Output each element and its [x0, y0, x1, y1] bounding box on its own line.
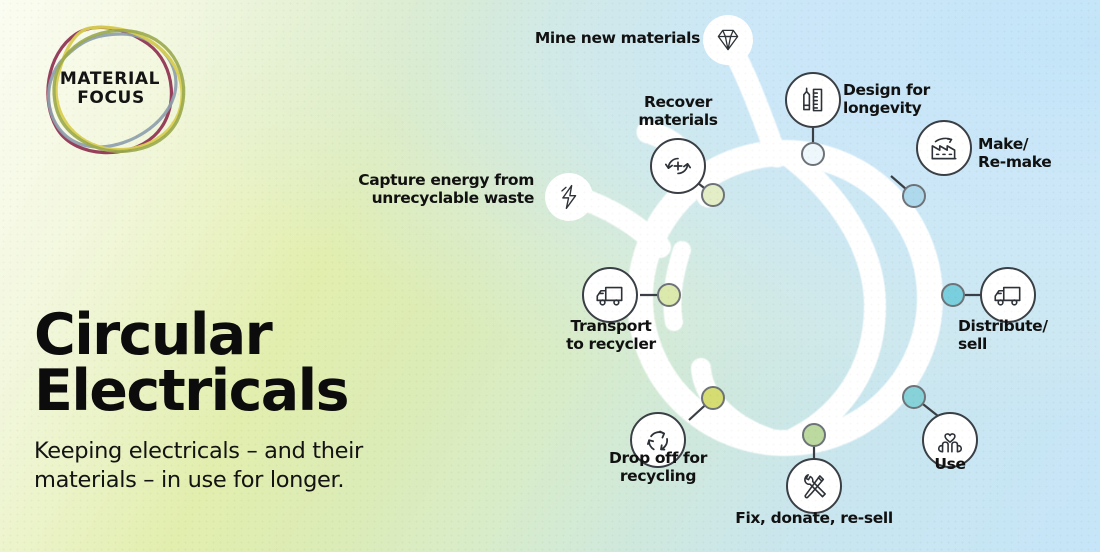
label-make-remake: Make/ Re-make [978, 135, 1052, 171]
circular-economy-diagram: Mine new materials Recover materials [330, 0, 1100, 552]
lightning-bolt-icon [561, 184, 577, 210]
dot-transport-to-recycler [657, 283, 681, 307]
dot-drop-off-for-recycling [701, 386, 725, 410]
diamond-icon [717, 29, 739, 51]
recover-arrows-plus-icon [664, 157, 692, 175]
page-subtitle: Keeping electricals – and their material… [34, 437, 363, 494]
title-line-1: Circular [34, 302, 273, 368]
pencil-ruler-icon [803, 87, 823, 112]
label-drop-off-for-recycling: Drop off for recycling [608, 449, 708, 485]
node-use[interactable] [922, 412, 978, 468]
mine-blob [703, 15, 753, 65]
dot-make-remake [902, 184, 926, 208]
label-transport-to-recycler: Transport to recycler [566, 317, 656, 353]
material-focus-logo: MATERIAL FOCUS [24, 14, 196, 164]
title-line-2: Electricals [34, 357, 350, 424]
recycling-arrows-icon [647, 430, 668, 451]
label-design-for-longevity: Design for longevity [843, 81, 930, 117]
node-capture-energy[interactable] [543, 171, 595, 223]
logo-line-2: FOCUS [77, 88, 145, 108]
diagram-ring-graphic [545, 15, 981, 460]
dot-fix-donate-resell [802, 423, 826, 447]
node-distribute-sell[interactable] [980, 267, 1036, 323]
logo-line-1: MATERIAL [59, 68, 161, 89]
label-recover-materials: Recover materials [638, 93, 718, 129]
label-distribute-sell: Distribute/ sell [958, 317, 1048, 353]
node-recover-materials[interactable] [650, 138, 706, 194]
label-capture-energy: Capture energy from unrecyclable waste [358, 171, 534, 207]
dot-distribute-sell [941, 283, 965, 307]
delivery-truck-icon [994, 286, 1021, 306]
node-design-for-longevity[interactable] [785, 72, 841, 128]
factory-icon [931, 137, 957, 160]
hands-heart-icon [937, 433, 963, 453]
wrench-screwdriver-icon [804, 474, 826, 499]
label-mine-new-materials: Mine new materials [534, 29, 700, 47]
node-make-remake[interactable] [916, 120, 972, 176]
node-drop-off-for-recycling[interactable] [630, 412, 686, 468]
dot-recover-materials [701, 183, 725, 207]
label-fix-donate-resell: Fix, donate, re-sell [735, 509, 893, 527]
logo-wordmark: MATERIAL FOCUS [24, 14, 196, 164]
node-mine-new-materials[interactable] [702, 14, 754, 66]
label-use: Use [934, 455, 966, 473]
node-transport-to-recycler[interactable] [582, 267, 638, 323]
dot-design-for-longevity [801, 142, 825, 166]
capture-blob [545, 173, 593, 221]
truck-icon [596, 286, 623, 306]
logo-loops-icon [46, 25, 186, 155]
dot-use [902, 385, 926, 409]
node-fix-donate-resell[interactable] [786, 458, 842, 514]
